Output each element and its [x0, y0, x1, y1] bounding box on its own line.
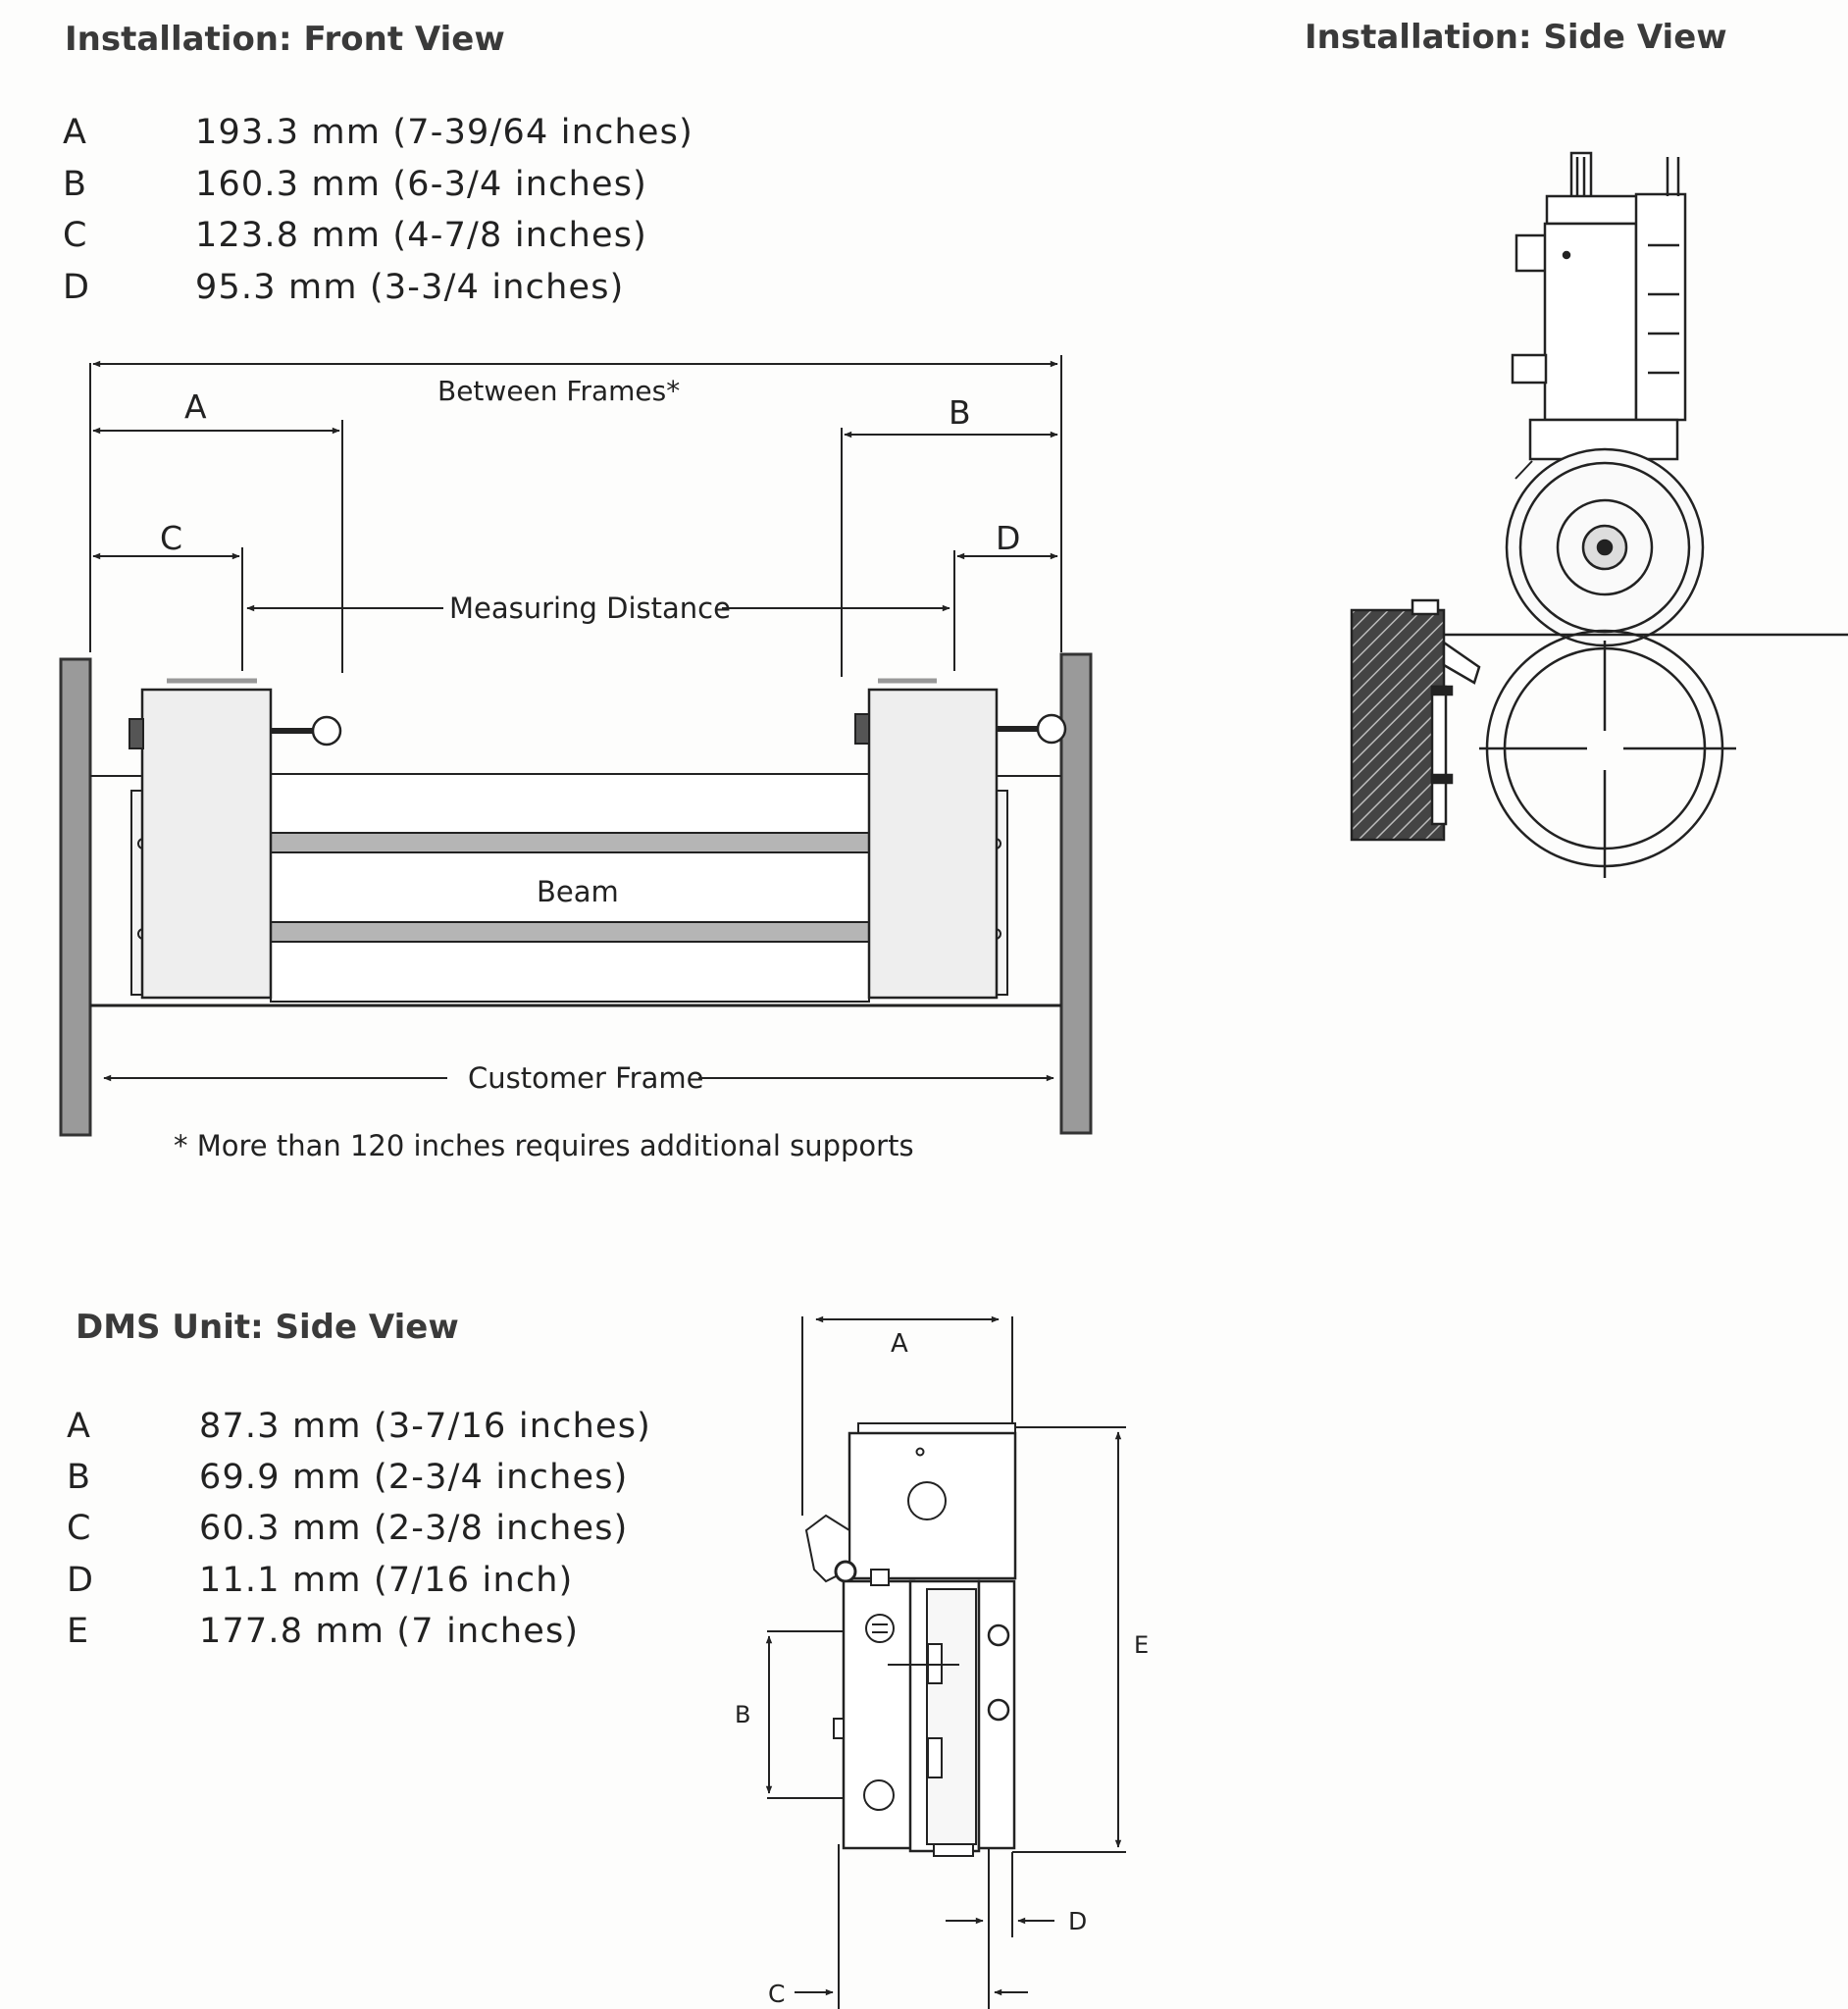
- spec-row-e: E 177.8 mm (7 inches): [67, 1612, 651, 1663]
- bolt: [987, 1623, 1010, 1647]
- spec-value: 95.3 mm (3-3/4 inches): [195, 267, 625, 307]
- dms-dimension-d-label: D: [1068, 1907, 1087, 1935]
- spec-key: E: [67, 1611, 89, 1651]
- spec-value: 193.3 mm (7-39/64 inches): [195, 113, 693, 152]
- wheel-hub-ring: [1556, 498, 1654, 596]
- housing-cap: [1545, 194, 1642, 226]
- dimension-c-label: C: [160, 519, 182, 557]
- spec-row-d: D 95.3 mm (3-3/4 inches): [63, 268, 693, 320]
- dms-spec-list: A 87.3 mm (3-7/16 inches) B 69.9 mm (2-3…: [67, 1407, 651, 1663]
- left-dms-knob: [128, 718, 144, 749]
- top-connector: [1569, 151, 1593, 204]
- measuring-distance-label: Measuring Distance: [449, 592, 731, 625]
- spec-row-d: D 11.1 mm (7/16 inch): [67, 1561, 651, 1612]
- rear-housing: [1634, 192, 1687, 422]
- dms-unit-drawing: [765, 1315, 1126, 2009]
- beam-rail-lower: [270, 921, 870, 943]
- dms-dimension-b-label: B: [735, 1701, 750, 1728]
- spec-row-b: B 160.3 mm (6-3/4 inches): [63, 165, 693, 217]
- front-view-drawing: [59, 355, 1093, 1137]
- front-view-heading: Installation: Front View: [65, 20, 505, 59]
- mount-block: [1350, 608, 1446, 842]
- unit-pivot: [834, 1560, 857, 1583]
- spec-row-a: A 87.3 mm (3-7/16 inches): [67, 1407, 651, 1458]
- beam-housing: [270, 773, 870, 1003]
- between-frames-label: Between Frames*: [437, 375, 680, 407]
- dms-dimension-e-label: E: [1134, 1631, 1149, 1659]
- spec-key: B: [63, 164, 87, 204]
- left-dms-lever-ball: [311, 715, 342, 747]
- dimension-a-label: A: [184, 387, 207, 426]
- dms-dimension-a-label: A: [891, 1329, 908, 1359]
- unit-top-lip: [857, 1422, 1016, 1434]
- unit-upper-port: [907, 1481, 947, 1520]
- dms-dimension-c-label: C: [768, 1980, 785, 2008]
- beam-label: Beam: [537, 875, 619, 908]
- unit-connector: [865, 1614, 895, 1643]
- right-frame-post: [1059, 652, 1093, 1135]
- customer-frame-label: Customer Frame: [468, 1061, 703, 1095]
- spec-value: 160.3 mm (6-3/4 inches): [195, 164, 647, 204]
- spec-value: 60.3 mm (2-3/8 inches): [199, 1509, 629, 1549]
- footnote: * More than 120 inches requires addition…: [174, 1129, 914, 1162]
- mount-lever: [1442, 640, 1481, 685]
- lower-knob: [1511, 353, 1548, 385]
- spec-value: 87.3 mm (3-7/16 inches): [199, 1407, 651, 1446]
- front-view-spec-list: A 193.3 mm (7-39/64 inches) B 160.3 mm (…: [63, 113, 693, 319]
- spec-value: 177.8 mm (7 inches): [199, 1611, 580, 1651]
- dimension-d-label: D: [996, 519, 1020, 557]
- dms-side-view-heading: DMS Unit: Side View: [76, 1308, 459, 1347]
- beam-rail-upper: [270, 832, 870, 853]
- spec-row-b: B 69.9 mm (2-3/4 inches): [67, 1458, 651, 1509]
- left-dms-unit: [140, 688, 273, 1000]
- spec-key: A: [63, 113, 86, 152]
- left-frame-post: [59, 657, 92, 1137]
- right-dms-knob: [854, 713, 870, 745]
- spec-value: 123.8 mm (4-7/8 inches): [195, 216, 647, 255]
- right-dms-unit: [867, 688, 999, 1000]
- unit-upper-body: [847, 1431, 1017, 1580]
- dimension-b-label: B: [949, 393, 971, 432]
- unit-lower-port: [863, 1779, 895, 1811]
- spec-key: D: [67, 1560, 93, 1600]
- spec-row-a: A 193.3 mm (7-39/64 inches): [63, 113, 693, 165]
- side-knob: [1514, 233, 1550, 273]
- spec-key: D: [63, 267, 89, 307]
- spec-row-c: C 60.3 mm (2-3/8 inches): [67, 1509, 651, 1560]
- spec-value: 11.1 mm (7/16 inch): [199, 1560, 574, 1600]
- spec-row-c: C 123.8 mm (4-7/8 inches): [63, 216, 693, 268]
- spec-key: C: [63, 216, 87, 255]
- spec-value: 69.9 mm (2-3/4 inches): [199, 1458, 629, 1498]
- spec-key: A: [67, 1407, 90, 1446]
- side-view-drawing: [1350, 151, 1848, 878]
- side-view-heading: Installation: Side View: [1305, 18, 1727, 57]
- main-housing: [1543, 222, 1638, 422]
- right-dms-lever-ball: [1036, 713, 1067, 745]
- bolt: [987, 1698, 1010, 1722]
- spec-key: B: [67, 1458, 91, 1498]
- spec-key: C: [67, 1509, 91, 1549]
